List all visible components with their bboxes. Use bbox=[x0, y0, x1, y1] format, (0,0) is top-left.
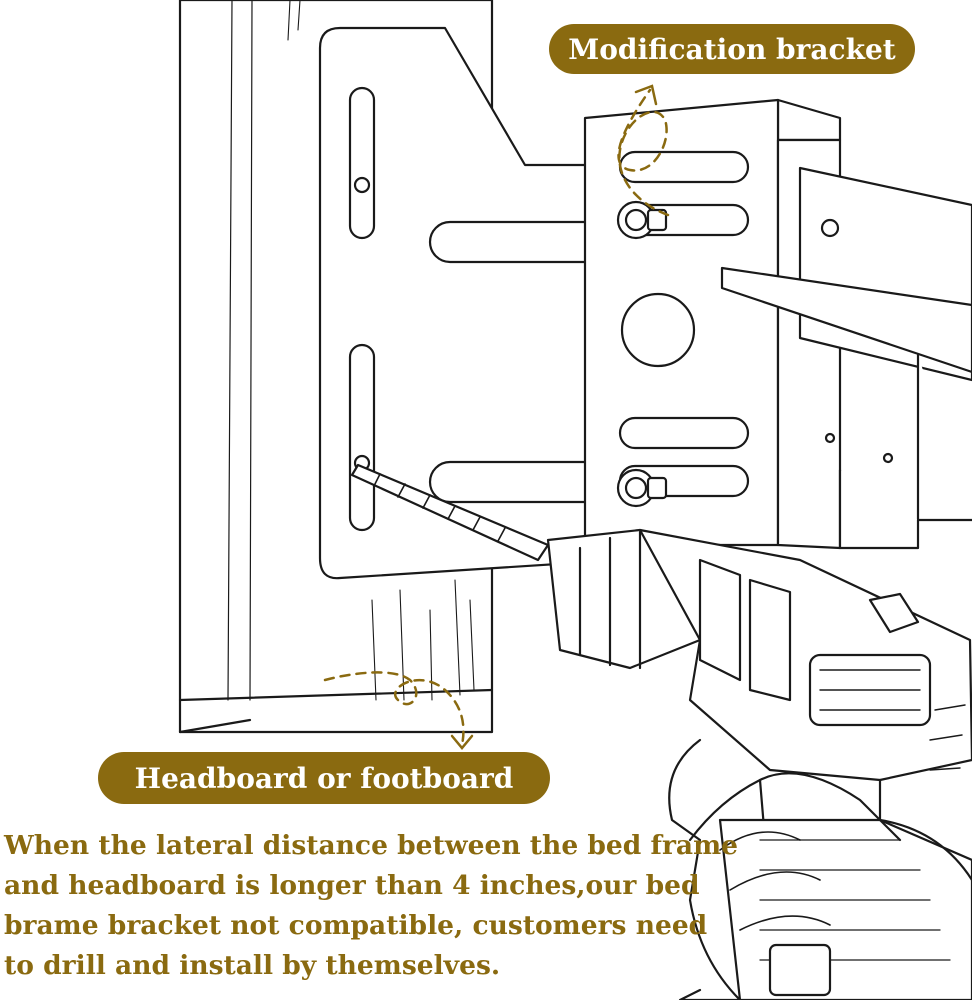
flat-bracket-plate bbox=[318, 26, 622, 580]
drill-bit bbox=[350, 463, 550, 562]
caption-line: When the lateral distance between the be… bbox=[4, 830, 738, 861]
bolt-top bbox=[616, 200, 668, 240]
caption-line: to drill and install by themselves. bbox=[4, 950, 501, 981]
hand bbox=[668, 738, 972, 1000]
bed-frame-rail bbox=[720, 166, 972, 550]
modification-bracket bbox=[583, 98, 842, 550]
caption-line: and headboard is longer than 4 inches,ou… bbox=[4, 870, 700, 901]
curly-arrow-up-icon bbox=[617, 84, 670, 217]
curly-arrow-down-icon bbox=[323, 671, 474, 750]
caption-line: brame bracket not compatible, customers … bbox=[4, 910, 708, 941]
modification-bracket-label: Modification bracket bbox=[549, 24, 915, 74]
compatibility-note: When the lateral distance between the be… bbox=[4, 826, 738, 986]
headboard-footboard-label: Headboard or footboard bbox=[98, 752, 550, 804]
cordless-drill bbox=[546, 528, 972, 1000]
bolt-bottom bbox=[616, 468, 668, 508]
